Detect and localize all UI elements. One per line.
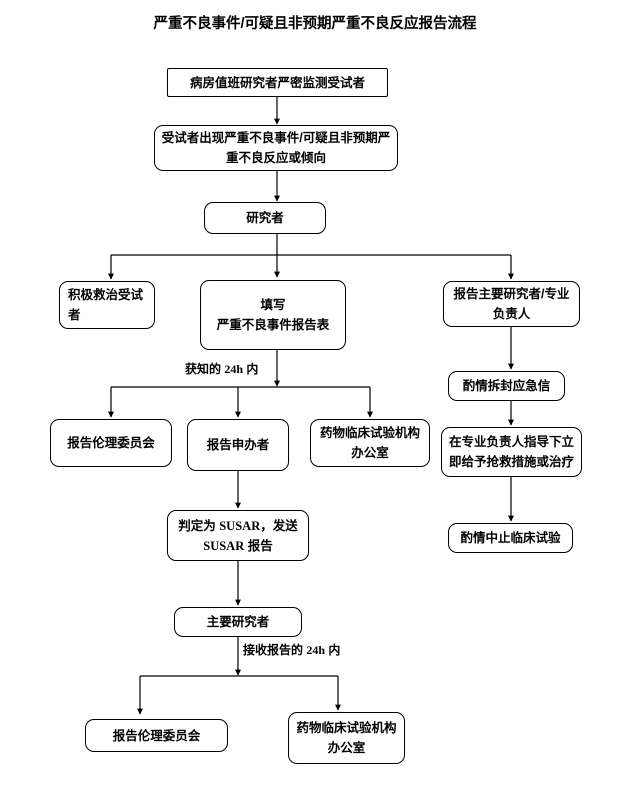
node-label: 主要研究者: [206, 615, 270, 629]
node-determine-susar-send-report[interactable]: 判定为 SUSAR，发送 SUSAR 报告: [167, 510, 309, 561]
node-label: 酌情中止临床试验: [460, 531, 561, 545]
edge-label-within-24h-of-awareness: 获知的 24h 内: [185, 360, 258, 377]
node-label: 报告申办者: [206, 438, 270, 452]
node-label: 药物临床试验机构办公室: [319, 426, 420, 460]
node-label: 病房值班研究者严密监测受试者: [189, 75, 365, 90]
node-label: 填写 严重不良事件报告表: [216, 298, 330, 332]
node-label: 药物临床试验机构办公室: [296, 721, 397, 755]
node-principal-investigator[interactable]: 主要研究者: [174, 607, 302, 637]
edge-label-text: 接收报告的 24h 内: [243, 643, 341, 657]
node-investigator[interactable]: 研究者: [204, 202, 326, 234]
node-actively-treat-subject[interactable]: 积极救治受试者: [59, 281, 155, 329]
edge-label-text: 获知的 24h 内: [185, 362, 259, 376]
node-label: 酌情拆封应急信: [462, 379, 551, 393]
node-unblind-emergency-envelope[interactable]: 酌情拆封应急信: [448, 371, 565, 401]
node-report-sponsor[interactable]: 报告申办者: [187, 419, 289, 471]
node-drug-trial-institution-office-2[interactable]: 药物临床试验机构办公室: [288, 712, 405, 764]
node-label: 判定为 SUSAR，发送 SUSAR 报告: [178, 518, 298, 553]
node-label: 研究者: [246, 211, 284, 225]
node-label: 报告伦理委员会: [67, 436, 155, 450]
node-drug-trial-institution-office-1[interactable]: 药物临床试验机构办公室: [310, 419, 430, 467]
page-title: 严重不良事件/可疑且非预期严重不良反应报告流程: [153, 16, 477, 32]
node-label: 在专业负责人指导下立即给予抢救措施或治疗: [448, 435, 574, 469]
node-label: 报告伦理委员会: [112, 728, 201, 743]
node-subject-sae-occurrence[interactable]: 受试者出现严重不良事件/可疑且非预期严重不良反应或倾向: [154, 125, 398, 171]
node-report-ethics-committee-1[interactable]: 报告伦理委员会: [50, 419, 172, 467]
node-report-to-principal-investigator[interactable]: 报告主要研究者/专业负责人: [443, 281, 580, 327]
node-label: 受试者出现严重不良事件/可疑且非预期严重不良反应或倾向: [161, 131, 391, 165]
node-label: 积极救治受试者: [68, 288, 144, 322]
node-emergency-treatment-under-guidance[interactable]: 在专业负责人指导下立即给予抢救措施或治疗: [441, 427, 582, 477]
node-ward-investigator-monitoring[interactable]: 病房值班研究者严密监测受试者: [167, 68, 388, 97]
edge-label-within-24h-of-receipt: 接收报告的 24h 内: [243, 641, 340, 658]
node-suspend-clinical-trial[interactable]: 酌情中止临床试验: [448, 523, 573, 553]
node-fill-sae-report-form[interactable]: 填写 严重不良事件报告表: [200, 280, 346, 350]
node-label: 报告主要研究者/专业负责人: [453, 287, 570, 321]
node-report-ethics-committee-2[interactable]: 报告伦理委员会: [85, 719, 228, 752]
